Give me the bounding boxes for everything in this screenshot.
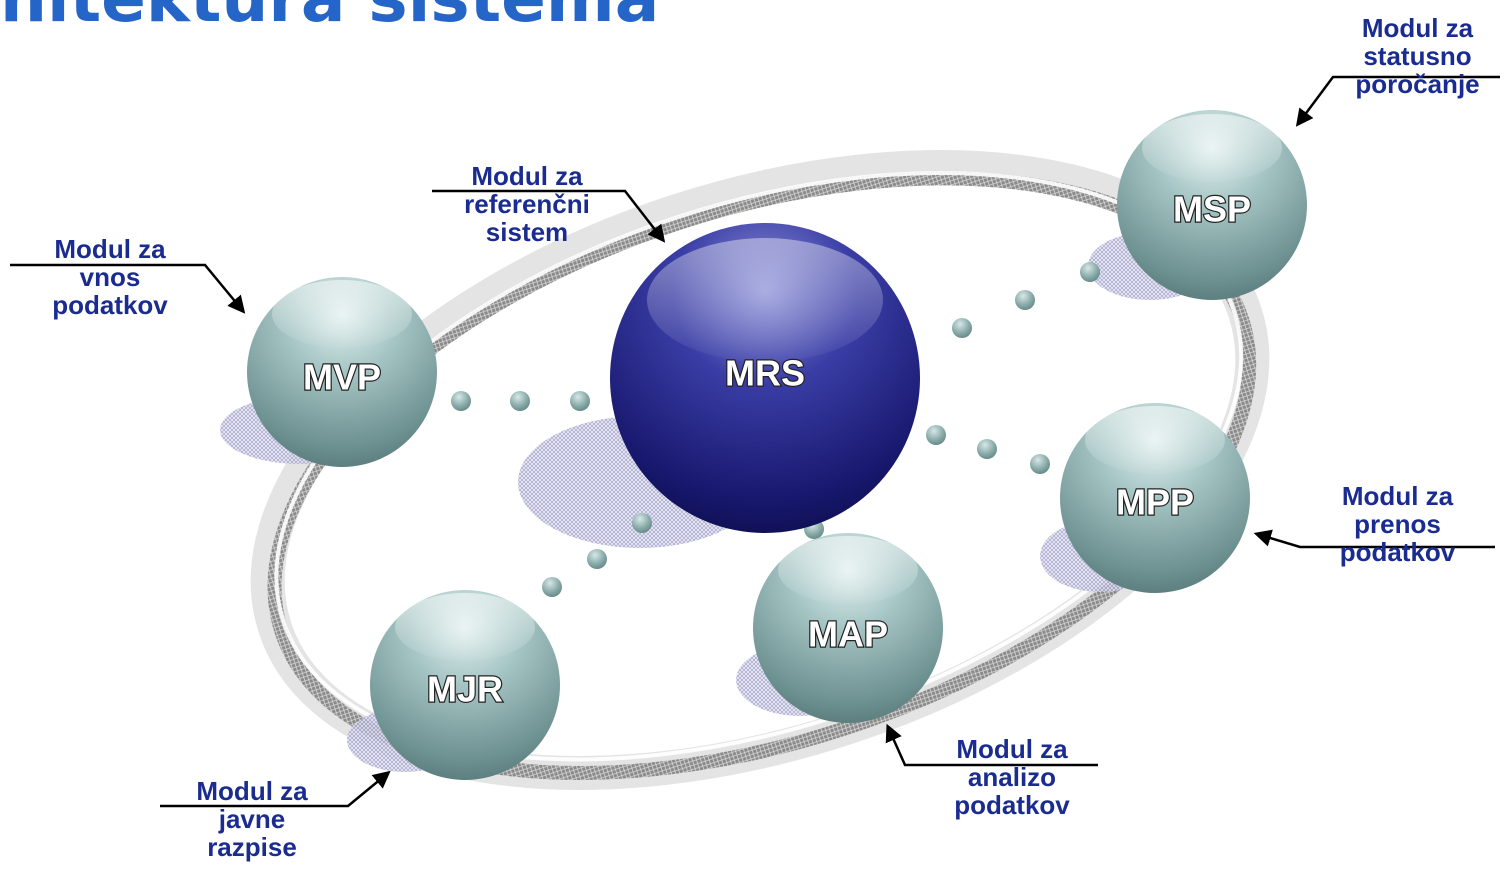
sphere-mrs: MRS — [610, 223, 920, 533]
arrow-prenos — [1253, 529, 1495, 549]
sphere-mpp: MPP — [1060, 403, 1250, 593]
arrow-analizo — [885, 723, 1098, 767]
arrow-javne — [160, 770, 391, 808]
sphere-mvp: MVP — [247, 277, 437, 467]
msp-label: MSP — [1173, 189, 1251, 230]
mvp-label: MVP — [303, 357, 381, 398]
arrow-vnos — [10, 263, 246, 314]
sphere-map: MAP — [753, 533, 943, 723]
map-label: MAP — [808, 614, 888, 655]
arrow-referencni — [432, 189, 666, 243]
arrow-statusno — [1295, 75, 1500, 127]
sphere-mjr: MJR — [370, 590, 560, 780]
mrs-label: MRS — [725, 353, 805, 394]
connector-dots — [451, 262, 1100, 597]
mjr-label: MJR — [427, 669, 503, 710]
page-title: hitektura sistema — [0, 0, 659, 37]
callout-arrows — [10, 75, 1500, 808]
sphere-msp: MSP — [1117, 110, 1307, 300]
orbit-ring — [250, 150, 1270, 790]
mpp-label: MPP — [1116, 482, 1194, 523]
